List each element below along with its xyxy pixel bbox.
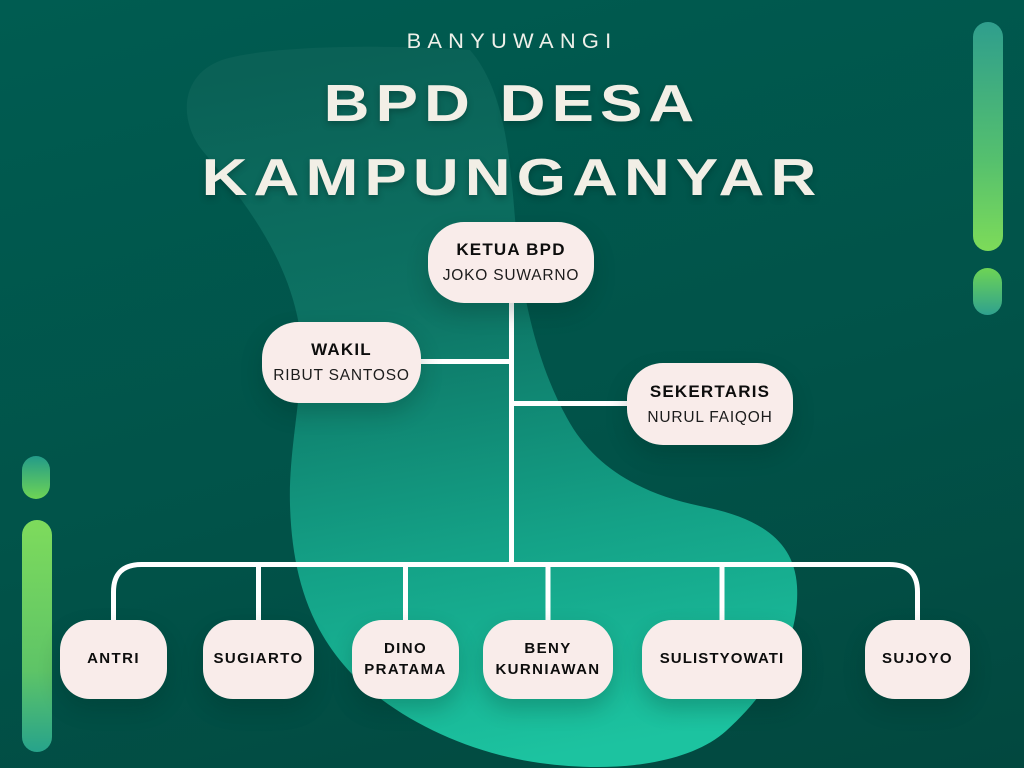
org-node-secretary: SEKERTARIS NURUL FAIQOH [627,363,793,445]
secretary-role-label: SEKERTARIS [649,381,771,401]
org-node-chairman: KETUA BPD JOKO SUWARNO [428,222,594,303]
org-node-member: SUGIARTO [203,620,314,699]
org-node-member: BENY KURNIAWAN [483,620,613,699]
location-label: BANYUWANGI [406,30,618,53]
org-node-member: SUJOYO [865,620,970,699]
poster-title-line1: BPD DESA [323,75,701,133]
org-node-vice: WAKIL RIBUT SANTOSO [262,322,421,403]
secretary-name-label: NURUL FAIQOH [647,408,773,426]
vice-role-label: WAKIL [311,340,372,359]
chairman-name-label: JOKO SUWARNO [442,267,580,284]
org-node-member: ANTRI [60,620,167,699]
chairman-role-label: KETUA BPD [456,240,566,259]
decor-pill-left-small [22,456,50,499]
poster-title-line2: KAMPUNGANYAR [201,149,823,207]
decor-pill-right-long [973,22,1003,251]
decor-pill-left-long [22,520,52,752]
decor-pill-right-small [973,268,1002,315]
org-node-member: SULISTYOWATI [642,620,802,699]
org-node-member: DINO PRATAMA [352,620,459,699]
vice-name-label: RIBUT SANTOSO [273,367,410,384]
